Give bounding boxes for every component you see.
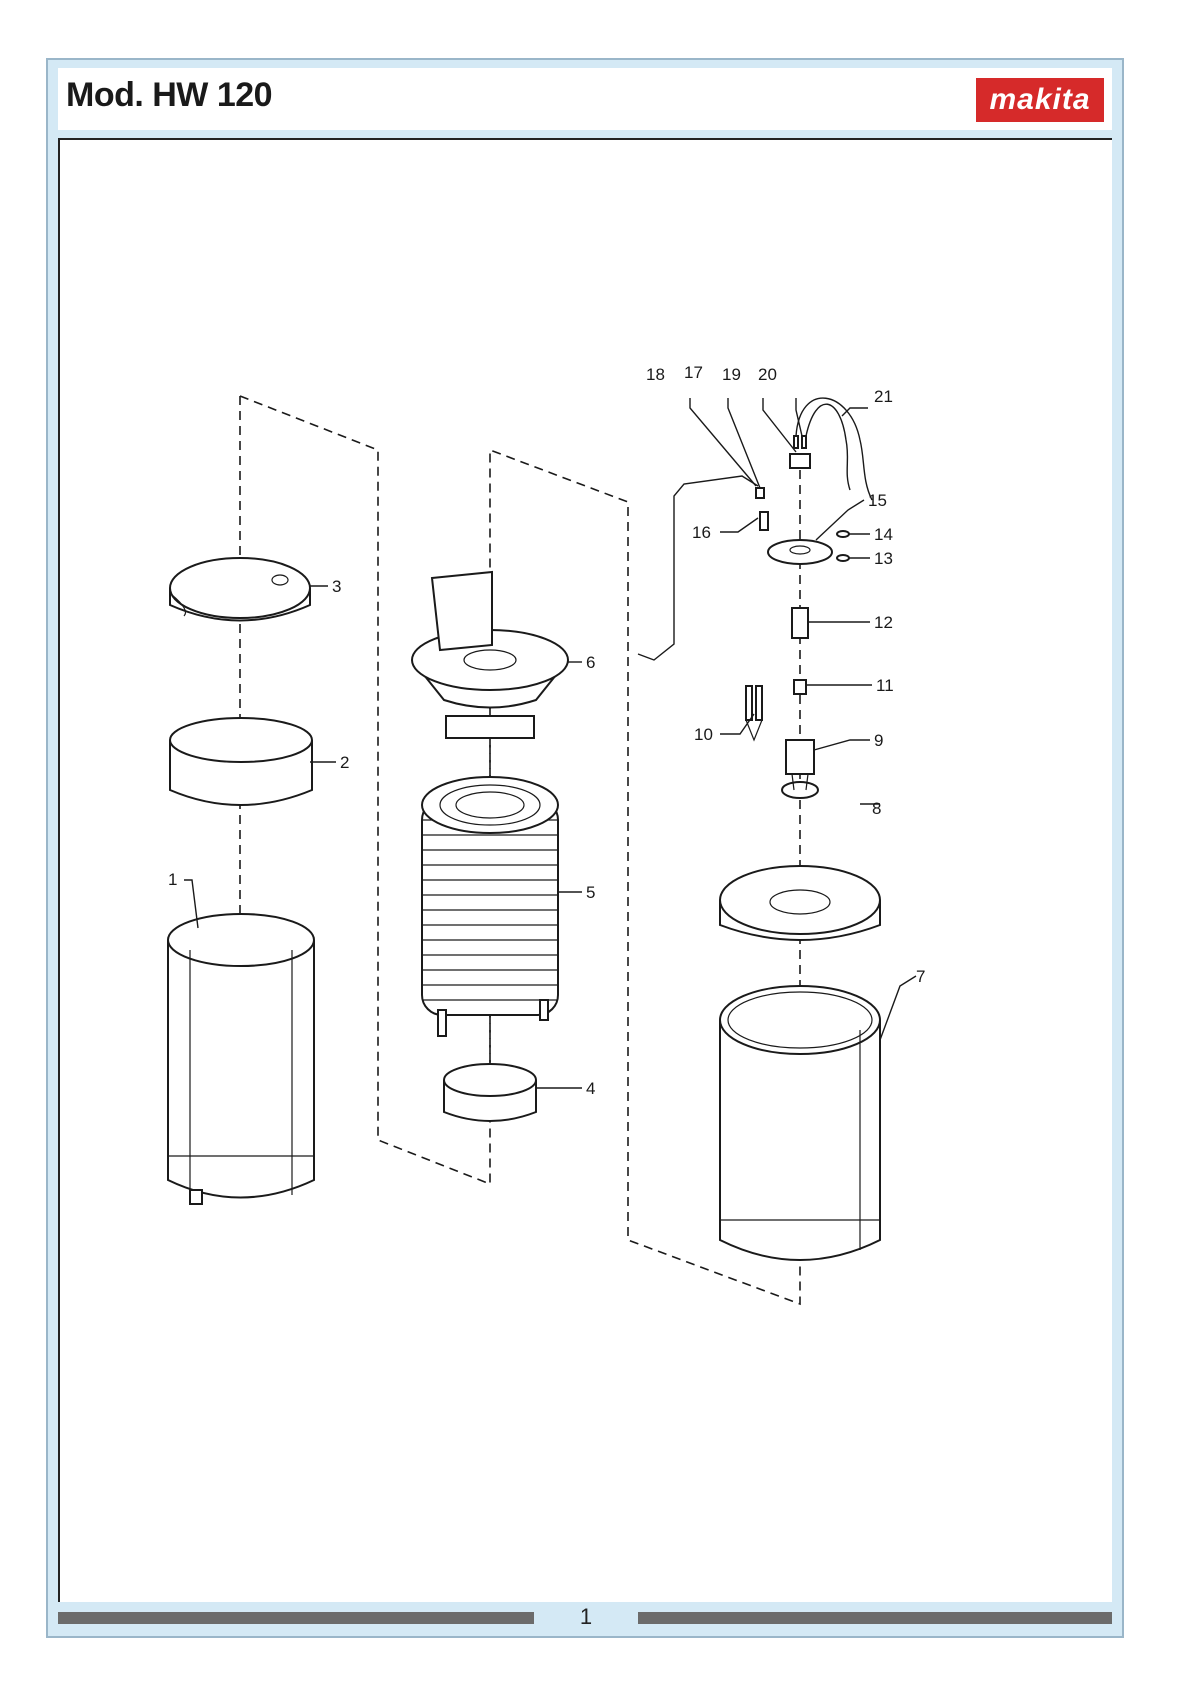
part-18-fuel-line (637, 475, 759, 661)
callout-15: 15 (868, 491, 887, 510)
part-11-nozzle (793, 679, 807, 695)
callout-6: 6 (586, 653, 595, 672)
footer-bar-left (58, 1612, 534, 1624)
callout-20: 20 (758, 365, 777, 384)
header: Mod. HW 120 makita (58, 68, 1112, 130)
callout-1: 1 (168, 870, 177, 889)
diagram-panel: 1 2 3 4 5 6 7 8 9 10 11 12 13 14 15 16 1… (58, 138, 1112, 1602)
footer-bar-right (638, 1612, 1112, 1624)
part-9-nozzle-holder (781, 739, 819, 799)
callout-8: 8 (872, 799, 881, 818)
callout-21: 21 (874, 387, 893, 406)
part-21-cable (795, 397, 873, 501)
part-4-small-ring (443, 1063, 537, 1122)
part-10-electrodes (745, 685, 763, 742)
callout-4: 4 (586, 1079, 595, 1098)
makita-logo: makita (976, 78, 1104, 122)
callout-labels: 1 2 3 4 5 6 7 8 9 10 11 12 13 14 15 16 1… (168, 363, 925, 1098)
callout-10: 10 (694, 725, 713, 744)
part-15-flange (767, 539, 833, 565)
part-13-14-washers (836, 530, 850, 562)
callout-18: 18 (646, 365, 665, 384)
callout-13: 13 (874, 549, 893, 568)
part-1-outer-drum (167, 913, 315, 1205)
page-title: Mod. HW 120 (66, 76, 273, 114)
part-3-lid (169, 557, 311, 622)
part-12-pipe (791, 607, 809, 639)
part-16-17-fittings (755, 487, 769, 531)
part-7-inner-drum (719, 985, 881, 1261)
part-2-ring (169, 717, 313, 806)
page-frame: Mod. HW 120 makita (46, 58, 1124, 1638)
callout-3: 3 (332, 577, 341, 596)
part-8-base-plate (719, 865, 881, 941)
callout-12: 12 (874, 613, 893, 632)
callout-11: 11 (876, 676, 894, 695)
part-6-top-cover (411, 570, 569, 739)
callout-19: 19 (722, 365, 741, 384)
callout-7: 7 (916, 967, 925, 986)
exploded-parts-diagram: 1 2 3 4 5 6 7 8 9 10 11 12 13 14 15 16 1… (167, 363, 925, 1306)
callout-14: 14 (874, 525, 893, 544)
callout-5: 5 (586, 883, 595, 902)
callout-2: 2 (340, 753, 349, 772)
callout-9: 9 (874, 731, 883, 750)
callout-17: 17 (684, 363, 703, 382)
callout-16: 16 (692, 523, 711, 542)
part-5-heating-coil (421, 776, 559, 1037)
part-19-20-connector (789, 435, 811, 469)
callout-leaders (184, 398, 917, 1089)
page-number: 1 (579, 1604, 593, 1629)
